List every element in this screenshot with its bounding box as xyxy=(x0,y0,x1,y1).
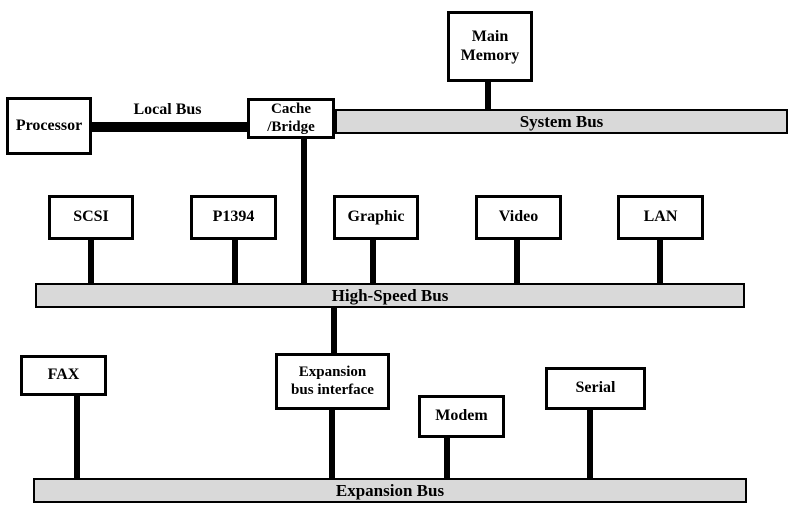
connector-video-to-high-speed-bus xyxy=(514,237,520,285)
expansion-bus-bar: Expansion Bus xyxy=(33,478,747,503)
connector-expansion-interface-to-expansion-bus xyxy=(329,407,335,480)
node-p1394: P1394 xyxy=(190,195,277,240)
serial-label: Serial xyxy=(575,379,616,397)
node-main-memory: Main Memory xyxy=(447,11,533,82)
node-fax: FAX xyxy=(20,355,107,396)
processor-label: Processor xyxy=(15,116,83,134)
system-bus-bar: System Bus xyxy=(335,109,788,134)
node-modem: Modem xyxy=(418,395,505,438)
connector-scsi-to-high-speed-bus xyxy=(88,237,94,285)
main-memory-label-line2: Memory xyxy=(460,46,520,64)
connector-graphic-to-high-speed-bus xyxy=(370,237,376,285)
modem-label: Modem xyxy=(435,407,488,425)
p1394-label: P1394 xyxy=(212,208,255,226)
high-speed-bus-bar: High-Speed Bus xyxy=(35,283,745,308)
connector-cache-bridge-to-high-speed-bus xyxy=(301,136,307,285)
local-bus-label: Local Bus xyxy=(133,101,202,118)
local-bus-line xyxy=(90,122,250,132)
lan-label: LAN xyxy=(643,208,678,226)
connector-fax-to-expansion-bus xyxy=(74,393,80,480)
connector-p1394-to-high-speed-bus xyxy=(232,237,238,285)
node-video: Video xyxy=(475,195,562,240)
node-scsi: SCSI xyxy=(48,195,134,240)
node-graphic: Graphic xyxy=(333,195,419,240)
system-bus-label: System Bus xyxy=(519,111,604,131)
high-speed-bus-label: High-Speed Bus xyxy=(331,285,449,305)
expansion-interface-label-line1: Expansion xyxy=(298,364,367,381)
video-label: Video xyxy=(498,208,539,226)
graphic-label: Graphic xyxy=(347,208,405,226)
connector-modem-to-expansion-bus xyxy=(444,435,450,480)
scsi-label: SCSI xyxy=(73,208,109,226)
connector-main-memory-to-system-bus xyxy=(485,78,491,110)
expansion-bus-label: Expansion Bus xyxy=(335,480,445,500)
expansion-interface-label-line2: bus interface xyxy=(291,381,374,398)
node-serial: Serial xyxy=(545,367,646,410)
connector-high-speed-bus-to-expansion-interface xyxy=(331,306,337,356)
node-lan: LAN xyxy=(617,195,704,240)
node-processor: Processor xyxy=(6,97,92,155)
main-memory-label-line1: Main xyxy=(471,28,509,46)
connector-lan-to-high-speed-bus xyxy=(657,237,663,285)
node-expansion-bus-interface: Expansion bus interface xyxy=(275,353,390,410)
cache-bridge-label-line1: Cache xyxy=(271,101,311,118)
node-cache-bridge: Cache /Bridge xyxy=(247,98,335,139)
fax-label: FAX xyxy=(47,366,80,384)
connector-serial-to-expansion-bus xyxy=(587,407,593,480)
cache-bridge-label-line2: /Bridge xyxy=(267,118,315,135)
